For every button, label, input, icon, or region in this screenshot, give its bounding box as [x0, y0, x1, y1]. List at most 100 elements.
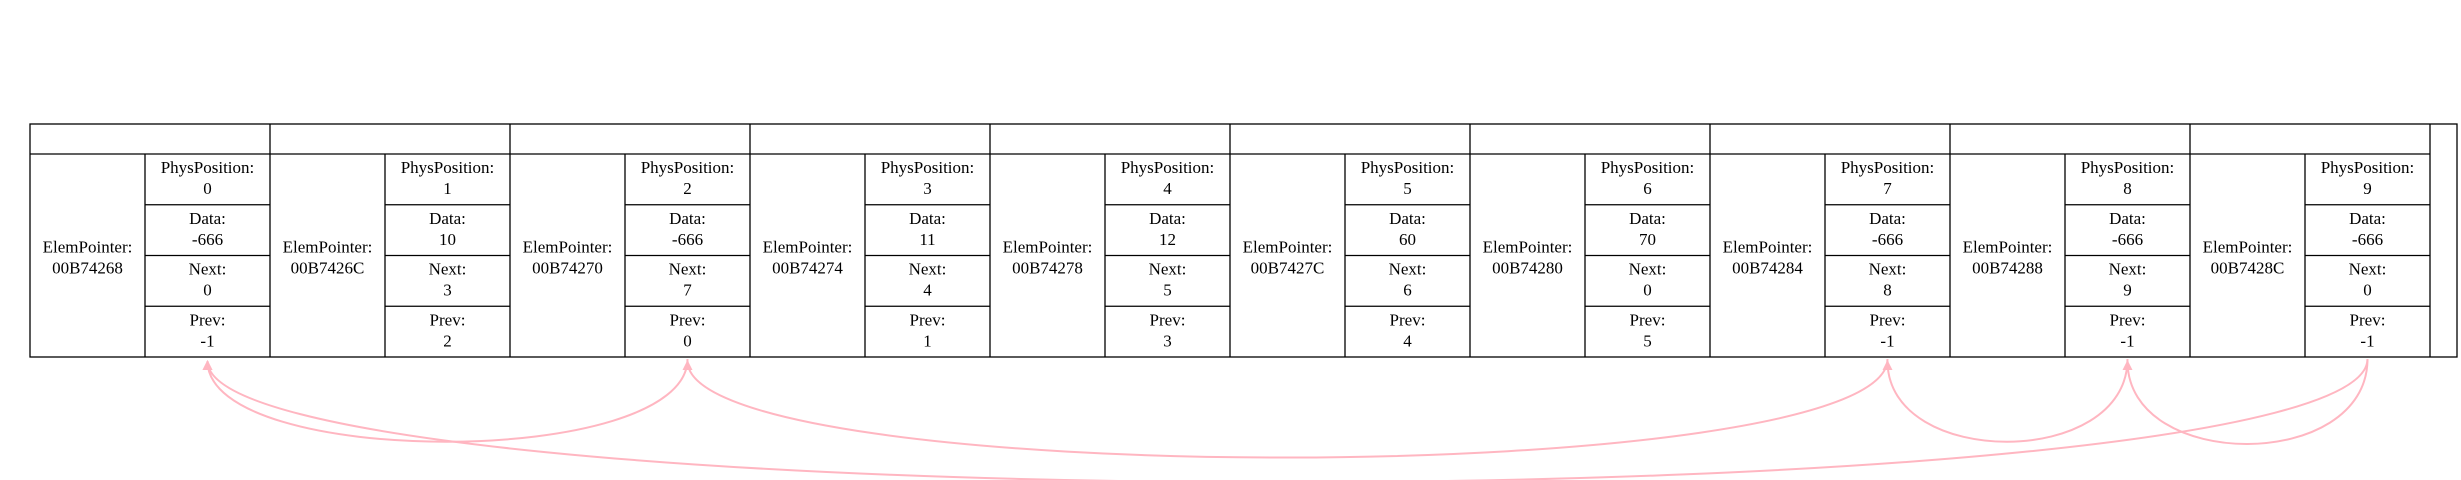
- phys-value: 4: [1163, 179, 1172, 198]
- prev-value: -1: [2360, 331, 2374, 350]
- data-label: Data:: [1629, 209, 1666, 228]
- prev-arrow: [202, 358, 2369, 480]
- prev-label: Prev:: [1630, 310, 1666, 329]
- phys-label: PhysPosition:: [401, 158, 495, 177]
- prev-value: 1: [923, 331, 932, 350]
- prev-label: Prev:: [670, 310, 706, 329]
- list-node: ElemPointer:00B74284PhysPosition:7Data:-…: [1709, 124, 1950, 357]
- pointer-label: ElemPointer:: [283, 238, 373, 257]
- phys-label: PhysPosition:: [2081, 158, 2175, 177]
- prev-label: Prev:: [910, 310, 946, 329]
- pointer-label: ElemPointer:: [523, 238, 613, 257]
- data-label: Data:: [1869, 209, 1906, 228]
- prev-label: Prev:: [1390, 310, 1426, 329]
- table-border: [29, 123, 2458, 358]
- phys-value: 8: [2123, 179, 2132, 198]
- pointer-label: ElemPointer:: [1243, 238, 1333, 257]
- next-label: Next:: [429, 260, 467, 279]
- data-value: -666: [2112, 230, 2143, 249]
- list-node: ElemPointer:00B74268PhysPosition:0Data:-…: [43, 154, 270, 357]
- phys-value: 1: [443, 179, 452, 198]
- pointer-label: ElemPointer:: [1483, 238, 1573, 257]
- phys-value: 6: [1643, 179, 1652, 198]
- data-value: 10: [439, 230, 456, 249]
- phys-label: PhysPosition:: [1361, 158, 1455, 177]
- pointer-value: 00B74278: [1012, 259, 1083, 278]
- next-value: 0: [1643, 281, 1652, 300]
- prev-value: -1: [1880, 331, 1894, 350]
- next-value: 7: [683, 281, 692, 300]
- prev-arrow: [682, 358, 1889, 459]
- data-value: 12: [1159, 230, 1176, 249]
- pointer-value: 00B74280: [1492, 259, 1563, 278]
- next-value: 9: [2123, 281, 2132, 300]
- data-label: Data:: [2349, 209, 2386, 228]
- pointer-value: 00B7426C: [291, 259, 365, 278]
- prev-value: 3: [1163, 331, 1172, 350]
- pointer-value: 00B7428C: [2211, 259, 2285, 278]
- data-label: Data:: [669, 209, 706, 228]
- list-node: ElemPointer:00B74274PhysPosition:3Data:1…: [749, 124, 990, 357]
- next-value: 4: [923, 281, 932, 300]
- prev-value: -1: [200, 331, 214, 350]
- prev-arrow: [2122, 358, 2369, 445]
- next-value: 5: [1163, 281, 1172, 300]
- next-label: Next:: [1149, 260, 1187, 279]
- data-value: 70: [1639, 230, 1656, 249]
- list-table: ElemPointer:00B74268PhysPosition:0Data:-…: [29, 123, 2458, 358]
- prev-links: [202, 358, 2369, 480]
- next-label: Next:: [2349, 260, 2387, 279]
- pointer-value: 00B74270: [532, 259, 603, 278]
- pointer-value: 00B7427C: [1251, 259, 1325, 278]
- pointer-value: 00B74274: [772, 259, 843, 278]
- prev-arrow: [202, 358, 689, 443]
- prev-arrow: [1882, 358, 2129, 443]
- next-label: Next:: [2109, 260, 2147, 279]
- pointer-label: ElemPointer:: [2203, 238, 2293, 257]
- phys-value: 3: [923, 179, 932, 198]
- prev-label: Prev:: [1150, 310, 1186, 329]
- data-label: Data:: [2109, 209, 2146, 228]
- phys-value: 9: [2363, 179, 2372, 198]
- phys-value: 7: [1883, 179, 1892, 198]
- next-value: 0: [2363, 281, 2372, 300]
- prev-value: 0: [683, 331, 692, 350]
- pointer-value: 00B74288: [1972, 259, 2043, 278]
- pointer-value: 00B74284: [1732, 259, 1803, 278]
- phys-value: 2: [683, 179, 692, 198]
- data-label: Data:: [1149, 209, 1186, 228]
- data-value: -666: [2352, 230, 2383, 249]
- phys-label: PhysPosition:: [1601, 158, 1695, 177]
- next-value: 3: [443, 281, 452, 300]
- prev-label: Prev:: [190, 310, 226, 329]
- phys-label: PhysPosition:: [881, 158, 975, 177]
- phys-label: PhysPosition:: [1121, 158, 1215, 177]
- next-label: Next:: [1869, 260, 1907, 279]
- phys-value: 0: [203, 179, 212, 198]
- phys-label: PhysPosition:: [1841, 158, 1935, 177]
- pointer-label: ElemPointer:: [1003, 238, 1093, 257]
- prev-value: 2: [443, 331, 452, 350]
- next-label: Next:: [669, 260, 707, 279]
- next-label: Next:: [909, 260, 947, 279]
- next-label: Next:: [1629, 260, 1667, 279]
- pointer-label: ElemPointer:: [1963, 238, 2053, 257]
- pointer-label: ElemPointer:: [43, 238, 133, 257]
- data-value: 60: [1399, 230, 1416, 249]
- data-value: -666: [672, 230, 703, 249]
- data-label: Data:: [1389, 209, 1426, 228]
- phys-label: PhysPosition:: [641, 158, 735, 177]
- next-label: Next:: [1389, 260, 1427, 279]
- next-value: 0: [203, 281, 212, 300]
- prev-value: 5: [1643, 331, 1652, 350]
- prev-label: Prev:: [2350, 310, 2386, 329]
- phys-label: PhysPosition:: [2321, 158, 2415, 177]
- next-label: Next:: [189, 260, 227, 279]
- data-value: -666: [192, 230, 223, 249]
- data-label: Data:: [189, 209, 226, 228]
- data-value: -666: [1872, 230, 1903, 249]
- list-node: ElemPointer:00B7426CPhysPosition:1Data:1…: [269, 124, 510, 357]
